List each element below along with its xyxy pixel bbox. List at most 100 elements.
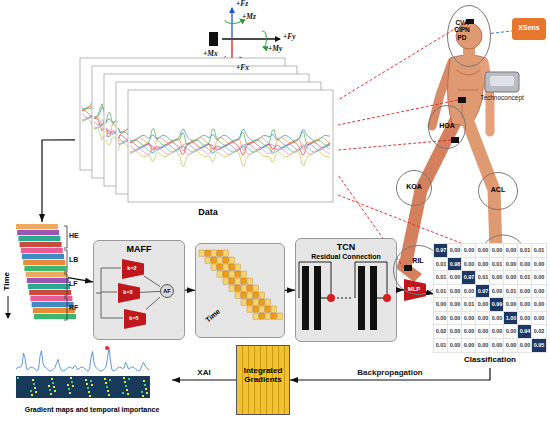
matrix-cell: 0.95	[532, 339, 546, 353]
plot-frame	[128, 90, 333, 202]
conv-bar	[370, 266, 377, 330]
trapezoid-shape	[404, 279, 426, 301]
connector	[172, 379, 236, 380]
signal-line	[118, 143, 318, 160]
force-axes	[209, 8, 280, 66]
signal-plots	[80, 58, 333, 202]
heat-dot	[87, 387, 89, 389]
matrix-cell: 0.01	[434, 258, 448, 272]
signal-line	[94, 114, 294, 133]
matrix-cell: 0.00	[462, 339, 476, 353]
matrix-cell: 0.00	[476, 244, 490, 258]
sensor-box: XSens	[512, 18, 546, 40]
heat-dot	[68, 388, 70, 390]
heat-dot	[17, 377, 19, 379]
grid-cell	[253, 292, 258, 298]
heat-dot	[69, 392, 71, 394]
matrix-cell: 0.00	[504, 298, 518, 312]
matrix-cell: 0.00	[504, 244, 518, 258]
matrix-cell: 0.01	[518, 244, 532, 258]
trapezoid-shape	[118, 283, 140, 303]
signal-line	[118, 136, 318, 147]
matrix-cell: 0.97	[476, 285, 490, 299]
matrix-cell: 0.00	[518, 258, 532, 272]
heat-dot	[125, 385, 127, 387]
matrix-cell: 0.01	[462, 298, 476, 312]
grid-cell	[223, 257, 228, 263]
node-text: Time	[199, 303, 227, 328]
signal-line	[118, 138, 318, 144]
signal-line	[106, 128, 306, 134]
grid-cell	[223, 278, 228, 284]
axis-label: +Fx	[236, 64, 260, 72]
signal-line	[82, 106, 282, 123]
matrix-cell: 0.01	[476, 271, 490, 285]
residual-line	[299, 262, 387, 298]
axis-label: +Fz	[236, 0, 260, 8]
heat-dot	[146, 392, 148, 394]
heatmap	[16, 376, 150, 398]
arm	[432, 62, 452, 126]
channel-row	[16, 224, 58, 229]
channel-row	[33, 308, 75, 313]
heat-dot	[49, 389, 51, 391]
ellipse-shape	[429, 106, 466, 149]
matrix-cell: 0.00	[504, 339, 518, 353]
add-node	[383, 294, 391, 302]
axis-label: +Mz	[242, 13, 266, 21]
sensor-markers	[404, 19, 507, 271]
grid-cell	[247, 292, 252, 298]
connector	[285, 290, 295, 291]
heat-dot	[144, 384, 146, 386]
grid-cell	[247, 299, 252, 305]
ellipse-shape	[161, 285, 174, 298]
heat-dot	[123, 377, 125, 379]
grid-cell	[217, 257, 222, 263]
connector	[185, 290, 195, 291]
matrix-cell: 0.00	[448, 285, 462, 299]
signal-line	[118, 130, 318, 149]
matrix-cell: 0.01	[434, 339, 448, 353]
sensor-leaders	[338, 22, 499, 268]
matrix-cell: 0.00	[504, 325, 518, 339]
signal-line	[130, 146, 330, 152]
matrix-cell: 0.00	[448, 325, 462, 339]
heat-dot	[122, 392, 124, 394]
z-axis	[231, 8, 232, 38]
matrix-cell: 0.00	[462, 258, 476, 272]
matrix-cell: 0.00	[532, 271, 546, 285]
connector	[290, 368, 490, 380]
channel-row	[27, 278, 69, 283]
grid-cell	[223, 264, 228, 270]
matrix-cell: 0.00	[448, 339, 462, 353]
grid-cell	[271, 306, 276, 312]
matrix-cell: 0.00	[490, 339, 504, 353]
matrix-cell: 0.00	[532, 258, 546, 272]
signal-line	[130, 138, 330, 155]
grid-cell	[271, 313, 276, 319]
heat-dot	[31, 394, 33, 396]
matrix-cell: 0.00	[504, 258, 518, 272]
signal-line	[118, 121, 318, 133]
grid-cell	[259, 306, 264, 312]
axis-label: +Fy	[283, 33, 307, 41]
input-stack	[16, 224, 76, 319]
matrix-cell: 0.00	[434, 298, 448, 312]
matrix-cell: 0.00	[462, 325, 476, 339]
grid-cell	[241, 292, 246, 298]
channel-row	[29, 290, 71, 295]
connector	[146, 297, 160, 309]
heat-dot	[52, 382, 54, 384]
node-text: k=3	[118, 289, 138, 295]
y-axis	[222, 38, 280, 39]
matrix-cell: 0.01	[532, 244, 546, 258]
gradient-map	[16, 346, 150, 398]
bracket	[64, 274, 67, 296]
matrix-cell: 1.00	[504, 312, 518, 326]
device-image	[490, 76, 514, 86]
conv-trapezoid: k=2	[122, 259, 144, 279]
matrix-cell: 0.00	[476, 258, 490, 272]
signal-line	[82, 114, 282, 120]
node-text: Classification	[434, 355, 546, 364]
heat-dot	[72, 385, 74, 387]
